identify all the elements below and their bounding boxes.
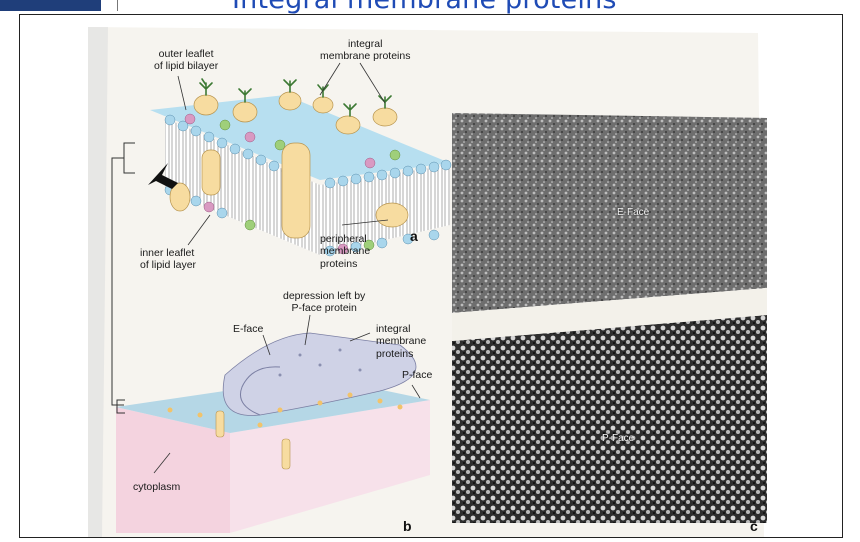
label-e-face: E-face (233, 323, 264, 335)
panel-letter-b: b (403, 518, 412, 534)
bilayer-diagram (111, 62, 452, 406)
freeze-fracture-diagram (116, 314, 430, 533)
micrograph-p-face-label: P-Face (602, 433, 635, 444)
slide-title: Integral membrane proteins (232, 0, 617, 15)
micrograph-panel (452, 113, 767, 523)
micrograph-e-face-label: E-Face (617, 207, 650, 218)
panel-letter-a: a (410, 228, 418, 244)
label-p-face: P-face (402, 369, 433, 381)
slide-corner-bar (0, 0, 101, 11)
slide-corner-divider (117, 0, 118, 11)
figure-photo (20, 15, 842, 537)
label-cytoplasm: cytoplasm (133, 481, 181, 493)
panel-letter-c: c (750, 518, 758, 534)
